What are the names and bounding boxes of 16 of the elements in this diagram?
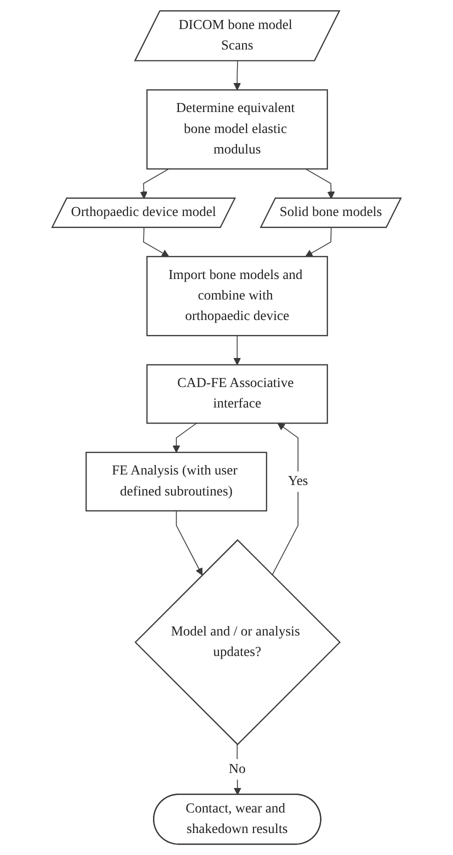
arrow bbox=[176, 510, 203, 576]
arrow bbox=[305, 168, 335, 199]
arrow bbox=[272, 422, 298, 576]
arrow bbox=[172, 422, 198, 453]
edge-label: No bbox=[228, 762, 246, 776]
arrow bbox=[233, 60, 241, 90]
node-diamond: Model and / or analysis updates? bbox=[134, 539, 341, 746]
node-box: Determine equivalent bone model elastic modulus bbox=[146, 89, 328, 170]
edge-label: Yes bbox=[288, 474, 308, 488]
arrow bbox=[233, 335, 241, 366]
node-box: Import bone models and combine with orthopaedic device bbox=[146, 256, 328, 336]
node-box: CAD-FE Associative interface bbox=[146, 364, 328, 424]
arrow bbox=[305, 227, 332, 257]
arrow bbox=[143, 227, 170, 257]
arrow bbox=[140, 168, 170, 199]
node-box: FE Analysis (with user defined subroutines) bbox=[86, 452, 268, 512]
